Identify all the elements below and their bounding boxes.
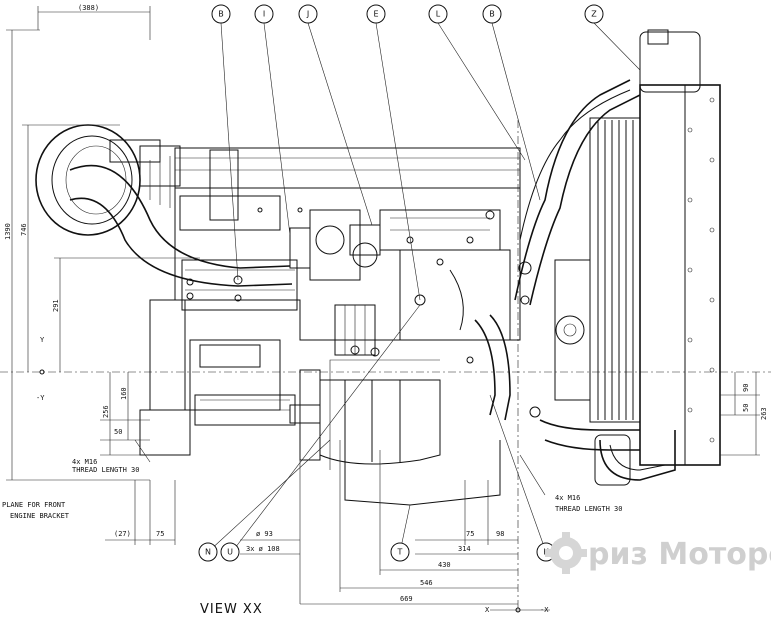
dim-263: 263: [760, 407, 768, 420]
dim-top-ref: (388): [78, 4, 99, 12]
watermark: риз Моторс: [545, 532, 771, 574]
dim-27: (27): [114, 530, 131, 538]
dim-1390: 1390: [4, 223, 12, 240]
dim-75-right: 75: [466, 530, 474, 538]
note-m16-right-2: THREAD LENGTH 30: [555, 505, 622, 513]
fuel-pump: [289, 209, 511, 341]
gear-icon: [545, 532, 587, 574]
svg-text:N: N: [205, 548, 211, 557]
note-m16-left-1: 4x M16: [72, 458, 97, 466]
dim-430: 430: [438, 561, 451, 569]
svg-text:B: B: [489, 10, 495, 19]
callout-E: E: [366, 4, 386, 24]
dim-75-left: 75: [156, 530, 164, 538]
right-dimensions: [720, 372, 760, 456]
callout-N: N: [198, 542, 218, 562]
dim-98: 98: [496, 530, 504, 538]
svg-text:Z: Z: [591, 10, 597, 19]
dim-314: 314: [458, 545, 471, 553]
axis-minus-x: -X: [540, 606, 549, 614]
svg-text:B: B: [218, 10, 224, 19]
note-m16-left-2: THREAD LENGTH 30: [72, 466, 139, 474]
bottom-dimensions: [105, 380, 550, 611]
turbo-intake: [35, 124, 293, 287]
svg-text:E: E: [373, 10, 378, 19]
bolt-heads: [186, 207, 541, 418]
dim-546: 546: [420, 579, 433, 587]
axis-x: X: [485, 606, 490, 614]
svg-text:L: L: [436, 10, 441, 19]
axis-y: Y: [40, 336, 45, 344]
axis-minus-y: -Y: [36, 394, 45, 402]
svg-text:U: U: [227, 548, 233, 557]
callout-T: T: [390, 542, 410, 562]
origin-marker-bottom: [515, 607, 521, 613]
dim-746: 746: [20, 223, 28, 236]
note-plane-2: ENGINE BRACKET: [10, 512, 70, 520]
callout-J: J: [298, 4, 318, 24]
dim-90-right: 90: [742, 384, 750, 392]
radiator: [554, 29, 721, 466]
dim-50-right: 50: [742, 404, 750, 412]
view-title: VIEW XX: [200, 602, 263, 617]
note-plane-1: PLANE FOR FRONT: [2, 501, 66, 509]
dim-phi93: ø 93: [256, 530, 273, 538]
dim-669: 669: [400, 595, 413, 603]
svg-text:J: J: [306, 10, 309, 19]
oil-filters: [289, 304, 501, 506]
callout-I: I: [254, 4, 274, 24]
leader-lines: [134, 22, 641, 553]
callout-L: L: [428, 4, 448, 24]
left-dimensions: [6, 6, 200, 481]
svg-text:T: T: [397, 548, 403, 557]
dim-50-left: 50: [114, 428, 122, 436]
note-m16-right-1: 4x M16: [555, 494, 580, 502]
callout-B-left: B: [211, 4, 231, 24]
dim-291: 291: [52, 299, 60, 312]
origin-marker-left: [39, 369, 45, 375]
callout-B-right: B: [482, 4, 502, 24]
dim-160: 160: [120, 387, 128, 400]
callout-Z: Z: [584, 4, 604, 24]
dim-3x-phi108: 3x ø 108: [246, 545, 280, 553]
svg-text:I: I: [263, 10, 265, 19]
watermark-text: риз Моторс: [588, 537, 771, 572]
dim-256: 256: [102, 405, 110, 418]
coolant-hoses: [474, 79, 676, 486]
callout-U: U: [220, 542, 240, 562]
